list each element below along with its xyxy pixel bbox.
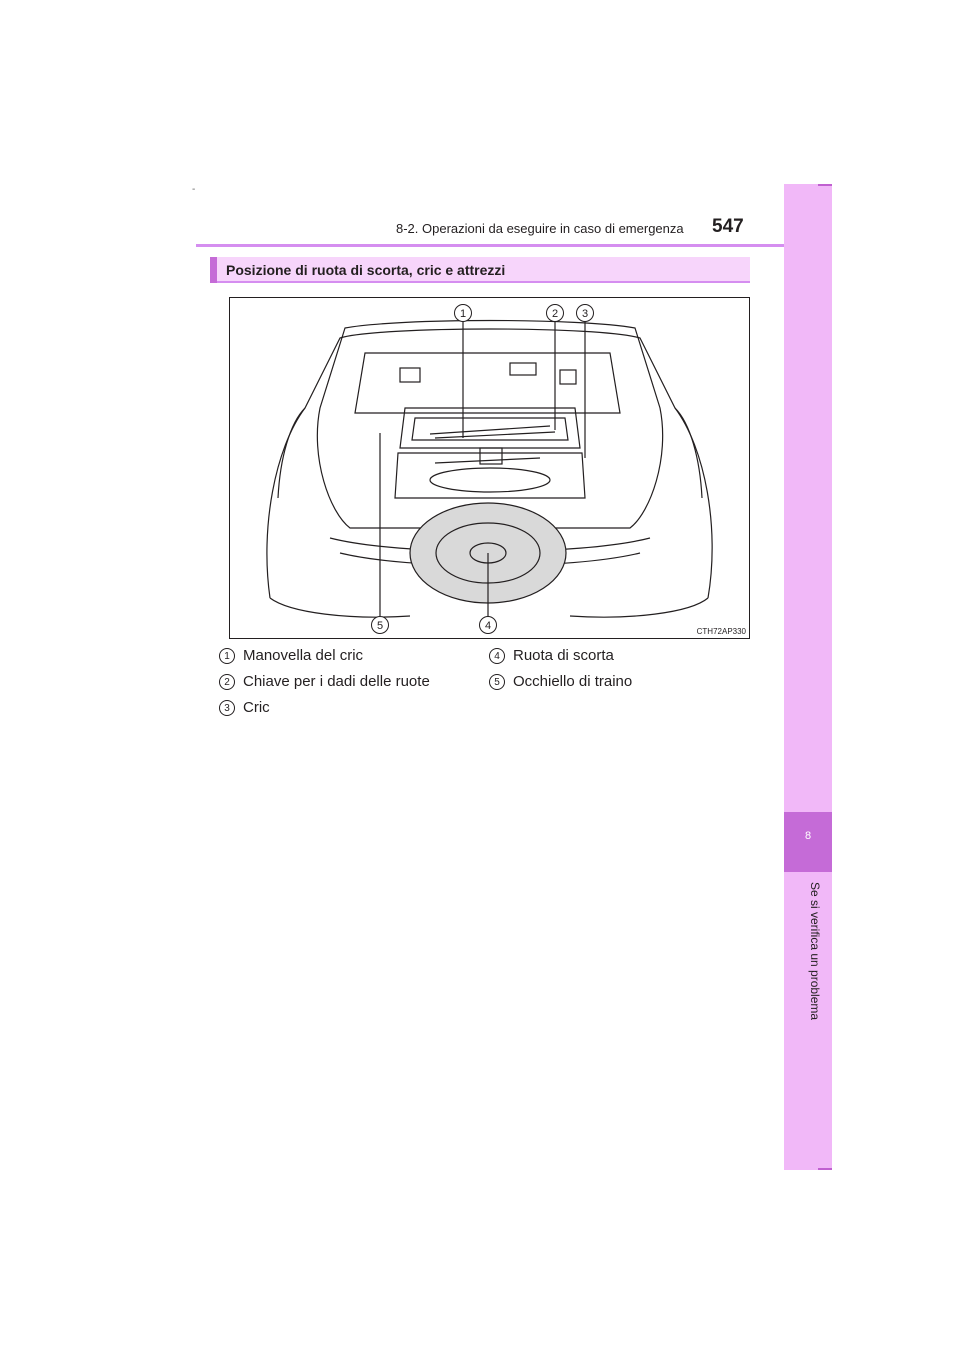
legend-number: 2	[219, 674, 235, 690]
side-tab-top-rule	[818, 184, 832, 186]
trunk-drawing	[266, 319, 713, 620]
legend-label: Ruota di scorta	[513, 647, 614, 664]
legend-number: 5	[489, 674, 505, 690]
header-section-path: 8-2. Operazioni da eseguire in caso di e…	[396, 221, 684, 236]
chapter-title: Se si verifica un problema	[808, 882, 822, 1021]
callout-4: 4	[479, 616, 497, 634]
chapter-number: 8	[804, 830, 812, 842]
legend-label: Cric	[243, 699, 270, 716]
legend-number: 1	[219, 648, 235, 664]
callout-3: 3	[576, 304, 594, 322]
figure-code: CTH72AP330	[696, 627, 746, 636]
legend-number: 3	[219, 700, 235, 716]
header-dash: -	[192, 184, 196, 195]
legend-number: 4	[489, 648, 505, 664]
trunk-illustration: 1 2 3 4 5 CTH72AP330	[229, 297, 750, 639]
section-heading-bar: Posizione di ruota di scorta, cric e att…	[210, 257, 750, 283]
callout-1: 1	[454, 304, 472, 322]
page-number: 547	[712, 216, 744, 237]
legend-label: Manovella del cric	[243, 647, 364, 664]
side-tab-bottom-rule	[818, 1168, 832, 1170]
legend-label: Occhiello di traino	[513, 673, 633, 690]
section-title: Posizione di ruota di scorta, cric e att…	[226, 262, 506, 278]
chapter-side-tab	[784, 184, 832, 1170]
chapter-number-box[interactable]	[784, 812, 832, 872]
callout-2: 2	[546, 304, 564, 322]
callout-5: 5	[371, 616, 389, 634]
header-rule	[196, 244, 832, 247]
legend-label: Chiave per i dadi delle ruote	[243, 673, 430, 690]
